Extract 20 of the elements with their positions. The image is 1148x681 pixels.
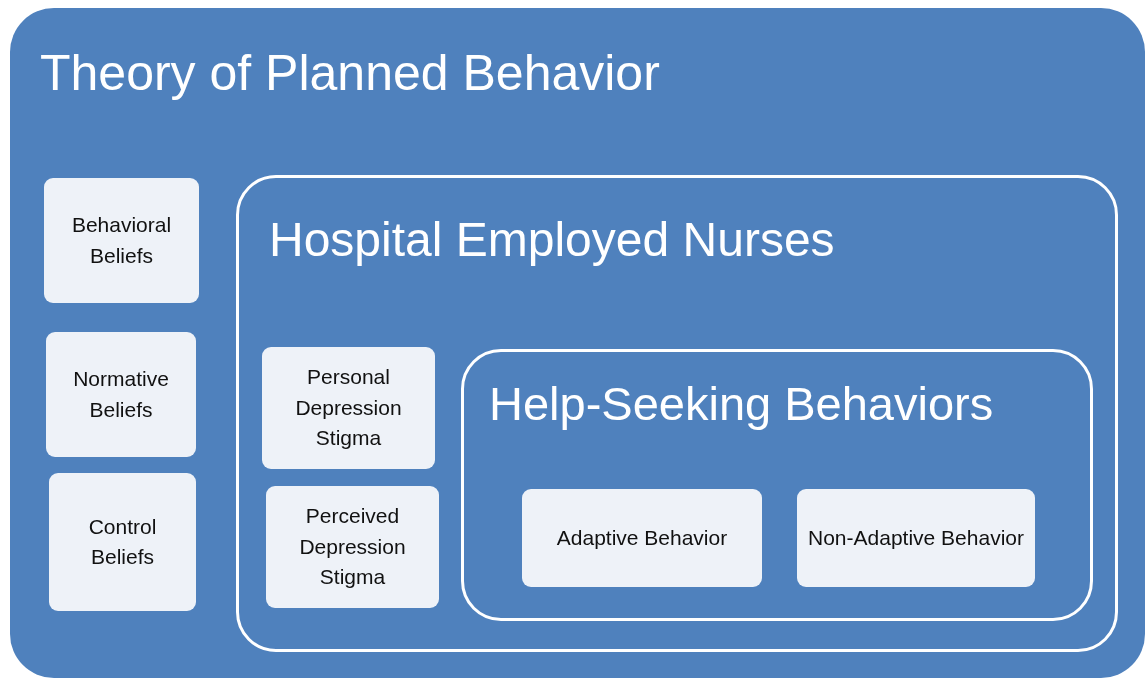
concept-box xyxy=(266,486,439,608)
concept-box xyxy=(262,347,435,469)
panel-heading: Theory of Planned Behavior xyxy=(40,46,660,101)
panel-heading: Hospital Employed Nurses xyxy=(269,214,835,267)
concept-box xyxy=(49,473,196,611)
concept-box xyxy=(44,178,199,303)
group-panel xyxy=(461,349,1093,621)
concept-box xyxy=(797,489,1035,587)
box-label: Personal Depression Stigma xyxy=(294,364,403,452)
concept-box xyxy=(46,332,196,457)
panel-heading: Help-Seeking Behaviors xyxy=(489,378,994,430)
box-label: Behavioral Beliefs xyxy=(70,212,173,269)
theory-panel xyxy=(10,8,1145,678)
concept-box xyxy=(522,489,762,587)
box-label: Normative Beliefs xyxy=(72,366,170,423)
box-label: Non-Adaptive Behavior xyxy=(808,524,1024,551)
box-label: Perceived Depression Stigma xyxy=(298,503,407,591)
box-label: Adaptive Behavior xyxy=(556,524,728,551)
group-panel xyxy=(236,175,1118,652)
box-label: Control Beliefs xyxy=(87,513,158,570)
